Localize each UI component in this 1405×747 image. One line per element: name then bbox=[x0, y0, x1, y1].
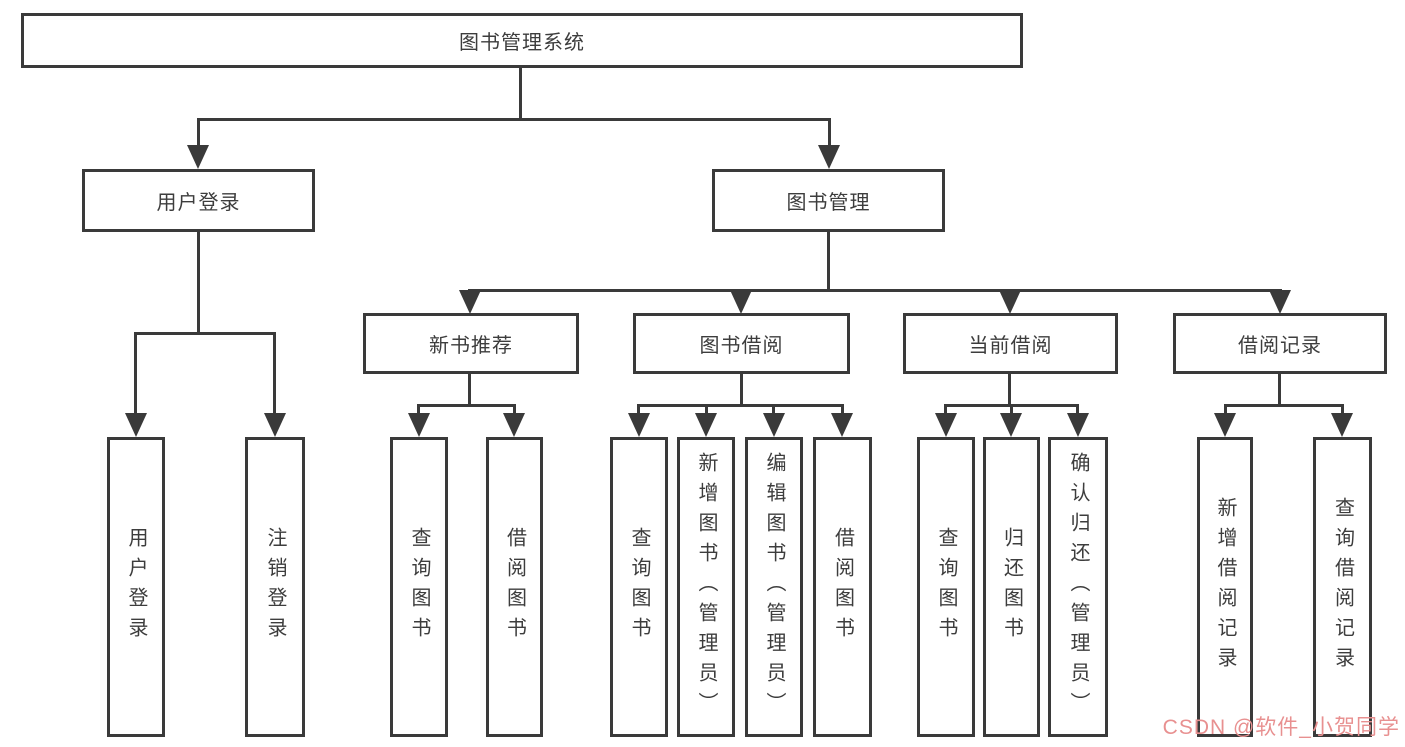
arrow-down-icon bbox=[730, 290, 752, 314]
connector-leaf-drop bbox=[841, 404, 844, 416]
arrow-down-icon bbox=[818, 145, 840, 169]
leaf-cb-query-books: 查询图书 bbox=[917, 437, 975, 737]
leaf-user-login-label: 用户登录 bbox=[125, 527, 147, 647]
leaf-nb-query-books: 查询图书 bbox=[390, 437, 448, 737]
node-borrow-records-label: 借阅记录 bbox=[1238, 335, 1322, 357]
connector-g3-stem bbox=[1008, 374, 1011, 407]
leaf-bb-query-books-label: 查询图书 bbox=[628, 527, 650, 647]
connector-bookmgmt-split bbox=[468, 289, 1282, 292]
connector-login-drop bbox=[197, 118, 200, 146]
leaf-cb-query-books-label: 查询图书 bbox=[935, 527, 957, 647]
node-book-borrow-label: 图书借阅 bbox=[699, 335, 784, 357]
arrow-down-icon bbox=[935, 413, 957, 437]
connector-login-split bbox=[135, 332, 276, 335]
leaf-user-login: 用户登录 bbox=[107, 437, 165, 737]
node-root: 图书管理系统 bbox=[21, 13, 1023, 68]
node-new-book-recommend: 新书推荐 bbox=[363, 313, 579, 374]
connector-g2-split bbox=[637, 404, 844, 407]
node-new-book-recommend-label: 新书推荐 bbox=[429, 335, 513, 357]
leaf-bb-add-books-admin-label: 新增图书（管理员） bbox=[695, 452, 717, 722]
arrow-down-icon bbox=[628, 413, 650, 437]
leaf-cb-confirm-return-admin-label: 确认归还（管理员） bbox=[1067, 452, 1089, 722]
leaf-bb-edit-books-admin: 编辑图书（管理员） bbox=[745, 437, 803, 737]
leaf-nb-query-books-label: 查询图书 bbox=[408, 527, 430, 647]
arrow-down-icon bbox=[763, 413, 785, 437]
connector-leaf-drop bbox=[944, 404, 947, 416]
connector-leaf-drop bbox=[1076, 404, 1079, 416]
connector-leaf-drop bbox=[1010, 404, 1013, 416]
connector-g4-stem bbox=[1278, 374, 1281, 407]
arrow-down-icon bbox=[999, 290, 1021, 314]
arrow-down-icon bbox=[1000, 413, 1022, 437]
node-current-borrow: 当前借阅 bbox=[903, 313, 1118, 374]
arrow-down-icon bbox=[695, 413, 717, 437]
connector-leaf-drop bbox=[637, 404, 640, 416]
connector-leaf-drop bbox=[417, 404, 420, 416]
node-book-management-label: 图书管理 bbox=[786, 192, 871, 214]
connector-leaf-drop bbox=[772, 404, 775, 416]
arrow-down-icon bbox=[264, 413, 286, 437]
arrow-down-icon bbox=[187, 145, 209, 169]
connector-g2-stem bbox=[740, 374, 743, 407]
node-book-borrow: 图书借阅 bbox=[633, 313, 850, 374]
connector-root-split bbox=[197, 118, 831, 121]
node-root-label: 图书管理系统 bbox=[459, 32, 585, 54]
arrow-down-icon bbox=[503, 413, 525, 437]
arrow-down-icon bbox=[1269, 290, 1291, 314]
node-borrow-records: 借阅记录 bbox=[1173, 313, 1387, 374]
leaf-br-query-record: 查询借阅记录 bbox=[1313, 437, 1372, 737]
leaf-br-add-record-label: 新增借阅记录 bbox=[1214, 497, 1236, 677]
watermark: CSDN @软件_小贺同学 bbox=[1162, 716, 1400, 739]
connector-g1-stem bbox=[468, 374, 471, 407]
leaf-bb-query-books: 查询图书 bbox=[610, 437, 668, 737]
connector-g4-split bbox=[1224, 404, 1343, 407]
arrow-down-icon bbox=[1067, 413, 1089, 437]
node-user-login-label: 用户登录 bbox=[156, 192, 241, 214]
arrow-down-icon bbox=[1331, 413, 1353, 437]
arrow-down-icon bbox=[125, 413, 147, 437]
leaf-br-query-record-label: 查询借阅记录 bbox=[1331, 497, 1354, 677]
connector-root-stem bbox=[519, 68, 522, 120]
leaf-cb-return-books: 归还图书 bbox=[983, 437, 1040, 737]
arrow-down-icon bbox=[1214, 413, 1236, 437]
leaf-nb-borrow-books-label: 借阅图书 bbox=[503, 527, 526, 647]
connector-bookmgmt-stem bbox=[827, 232, 830, 292]
connector-bookmgmt-drop bbox=[828, 118, 831, 146]
leaf-nb-borrow-books: 借阅图书 bbox=[486, 437, 543, 737]
connector-login-stem bbox=[197, 232, 200, 334]
connector-leaf-drop bbox=[513, 404, 516, 416]
leaf-logout-label: 注销登录 bbox=[264, 527, 286, 647]
leaf-bb-edit-books-admin-label: 编辑图书（管理员） bbox=[763, 452, 785, 722]
node-book-management: 图书管理 bbox=[712, 169, 945, 232]
node-current-borrow-label: 当前借阅 bbox=[968, 335, 1053, 357]
connector-leaf-drop bbox=[705, 404, 708, 416]
leaf-bb-add-books-admin: 新增图书（管理员） bbox=[677, 437, 735, 737]
leaf-bb-borrow-books-label: 借阅图书 bbox=[831, 527, 854, 647]
connector-leaf-drop bbox=[273, 332, 276, 414]
arrow-down-icon bbox=[408, 413, 430, 437]
connector-leaf-drop bbox=[1224, 404, 1227, 416]
arrow-down-icon bbox=[459, 290, 481, 314]
leaf-cb-return-books-label: 归还图书 bbox=[1000, 527, 1023, 647]
connector-g1-split bbox=[417, 404, 516, 407]
node-user-login: 用户登录 bbox=[82, 169, 315, 232]
leaf-logout: 注销登录 bbox=[245, 437, 305, 737]
leaf-bb-borrow-books: 借阅图书 bbox=[813, 437, 872, 737]
leaf-br-add-record: 新增借阅记录 bbox=[1197, 437, 1253, 737]
leaf-cb-confirm-return-admin: 确认归还（管理员） bbox=[1048, 437, 1108, 737]
connector-leaf-drop bbox=[134, 332, 137, 414]
connector-leaf-drop bbox=[1341, 404, 1344, 416]
arrow-down-icon bbox=[831, 413, 853, 437]
